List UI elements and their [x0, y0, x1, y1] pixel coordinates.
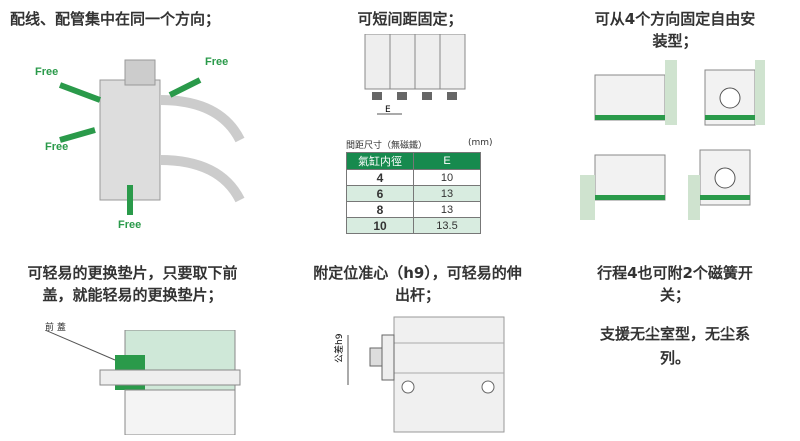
feature-2-title: 可短间距固定； [357, 10, 463, 28]
tolerance-h9-label: 公差h9 [333, 333, 345, 363]
table-caption: 間距尺寸（無磁鐵） [346, 141, 428, 151]
feature-1-title: 配线、配管集中在同一个方向； [10, 10, 221, 28]
feature-5-title: 附定位准心（h9），可轻易的伸出杆； [313, 264, 522, 304]
table-header: 氣缸内徑 [346, 152, 414, 170]
front-cover-callout: 前 蓋 [45, 323, 66, 333]
locating-pilot-diagram: 公差h9 [333, 316, 505, 433]
short-pitch-mounting-diagram: E [364, 34, 466, 115]
feature-6-title: 行程4也可附2个磁簧开关； [597, 264, 753, 304]
feature-3-title: 可从4个方向固定自由安装型； [594, 10, 756, 50]
four-direction-mounting-diagram [580, 60, 765, 220]
free-label: Free [118, 219, 141, 230]
free-label: Free [205, 56, 228, 68]
table-header: E [413, 152, 481, 170]
spacer-replacement-diagram [45, 330, 241, 435]
feature-4-title: 可轻易的更换垫片，只要取下前盖，就能轻易的更换垫片； [27, 264, 238, 304]
cylinder-free-direction-illustration: Free Free Free Free [35, 56, 245, 230]
free-label: Free [35, 66, 58, 78]
feature-6-subtitle: 支援无尘室型，无尘系列。 [599, 325, 750, 367]
free-label: Free [45, 141, 68, 153]
table-unit: (mm) [468, 138, 493, 148]
dimension-e-label: E [385, 105, 391, 115]
